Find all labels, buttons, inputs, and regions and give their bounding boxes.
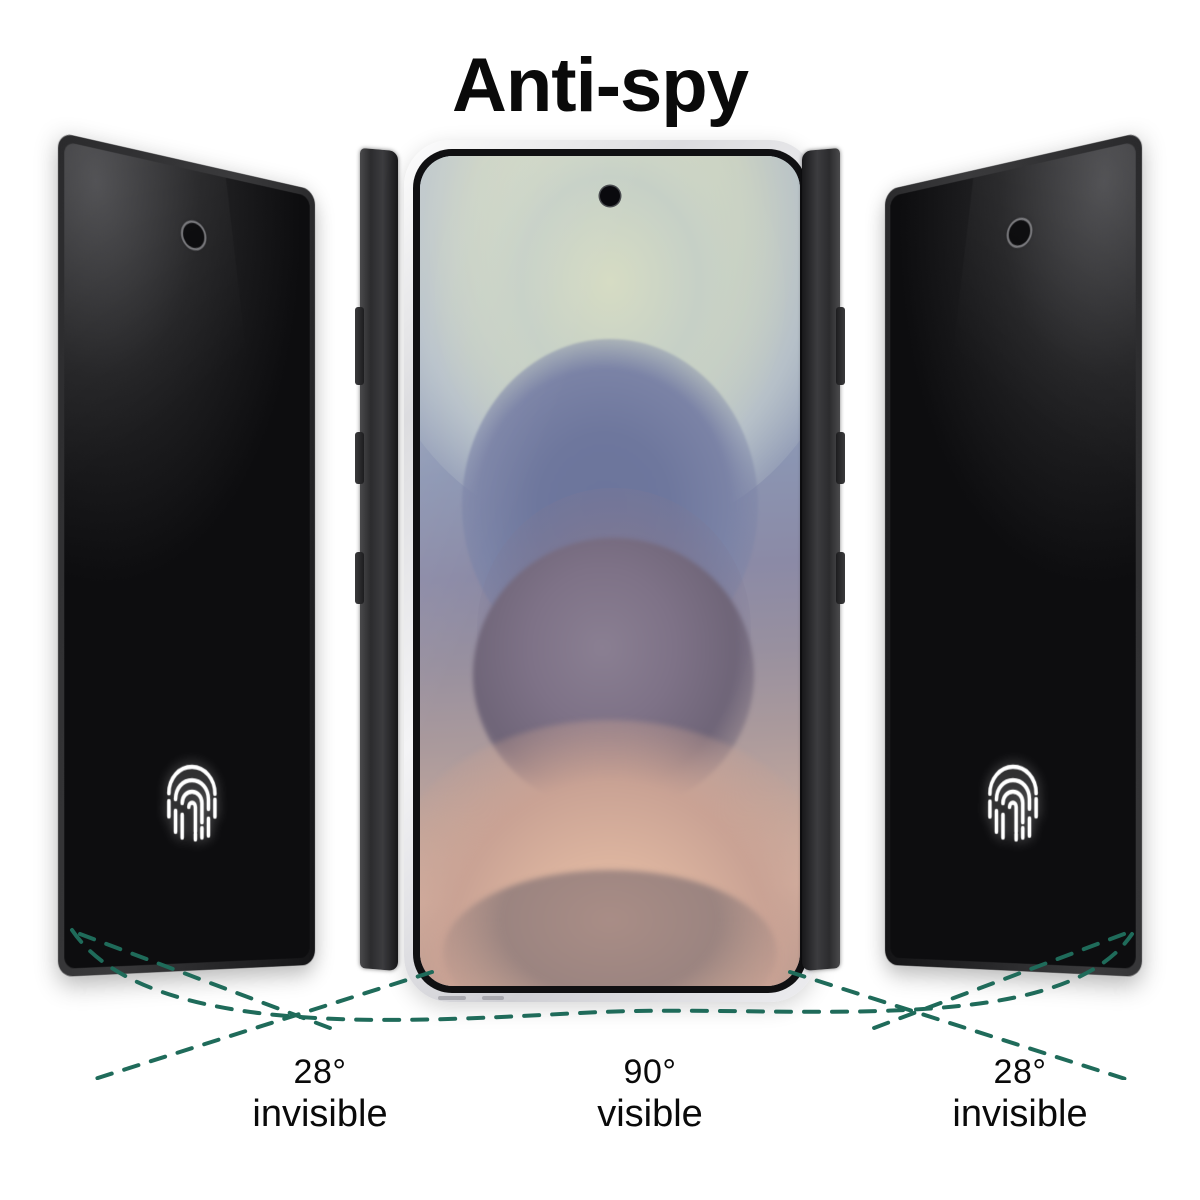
- phone-left-side-button-1: [355, 432, 364, 484]
- angle-ray-left: [84, 970, 434, 1080]
- phone-center-screen: [420, 156, 800, 986]
- phone-left: [58, 132, 398, 994]
- speaker-grille: [438, 996, 466, 1000]
- phone-left-side-rail: [360, 148, 398, 972]
- phone-center-camera-icon: [600, 186, 620, 206]
- phone-center-bezel: [413, 149, 807, 993]
- viewing-angle-guides: [70, 928, 1136, 1080]
- label-left: 28° invisible: [155, 1052, 485, 1137]
- phone-right-side-rail: [802, 148, 840, 972]
- fingerprint-icon: [983, 751, 1044, 846]
- phone-left-screen: [64, 141, 310, 969]
- phone-right: [802, 132, 1142, 994]
- phone-right-volume-button: [836, 307, 845, 385]
- phone-center-frame: [404, 140, 820, 1002]
- phone-right-screen: [890, 141, 1136, 969]
- label-left-angle: 28°: [293, 1053, 347, 1091]
- phone-left-camera-icon: [183, 220, 205, 250]
- label-right: 28° invisible: [855, 1052, 1185, 1137]
- label-center: 90° visible: [520, 1052, 780, 1137]
- phone-right-camera-icon: [1008, 218, 1031, 248]
- page-title: Anti-spy: [452, 43, 749, 128]
- phone-right-side-button-2: [836, 552, 845, 604]
- angle-ray-left-stub: [78, 932, 332, 1030]
- label-right-state: invisible: [952, 1093, 1088, 1136]
- phone-left-side-button-2: [355, 552, 364, 604]
- angle-ray-right: [788, 970, 1136, 1080]
- angle-ray-right-stub: [872, 932, 1126, 1030]
- label-right-angle: 28°: [993, 1053, 1047, 1091]
- label-left-state: invisible: [252, 1093, 388, 1136]
- phone-left-volume-button: [355, 307, 364, 385]
- angle-arc-outer: [70, 928, 1134, 1022]
- wallpaper: [420, 156, 800, 986]
- phone-center: [404, 140, 820, 1002]
- label-center-state: visible: [597, 1093, 703, 1136]
- phone-right-side-button-1: [836, 432, 845, 484]
- phone-right-frame: [885, 132, 1142, 977]
- fingerprint-icon: [161, 751, 222, 846]
- phone-left-frame: [58, 132, 315, 977]
- label-center-angle: 90°: [623, 1053, 677, 1091]
- speaker-grille-secondary: [482, 996, 504, 1000]
